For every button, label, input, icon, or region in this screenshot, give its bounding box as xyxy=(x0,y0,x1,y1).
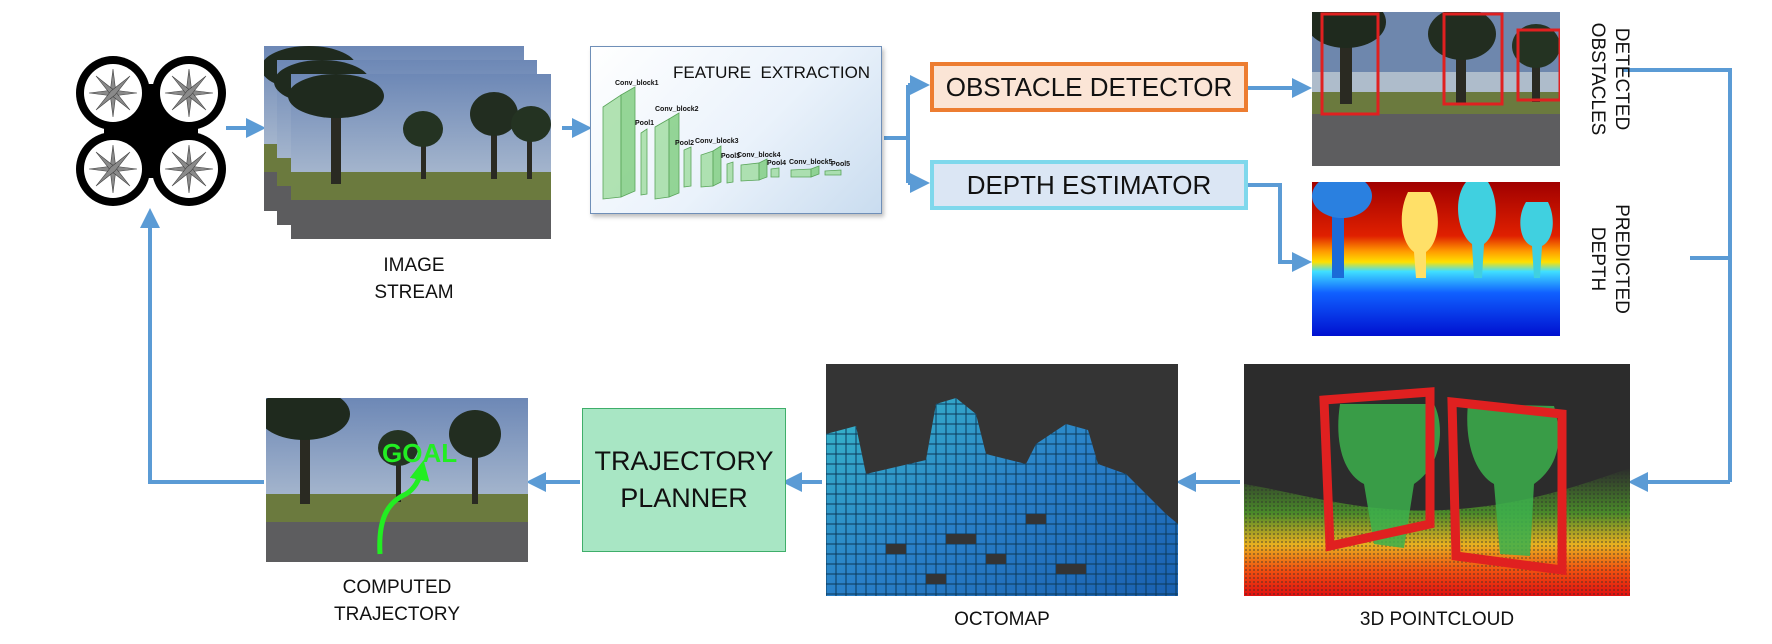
pointcloud-image xyxy=(1244,364,1630,596)
layer-label-5: Pool3 xyxy=(721,153,740,160)
cnn-layers-diagram: Conv_block1 Pool1 Conv_block2 Pool2 Conv… xyxy=(602,80,850,200)
trajectory-path xyxy=(377,460,430,555)
image-stream-label: IMAGE STREAM xyxy=(374,255,454,303)
trajectory-planner-label-line1: TRAJECTORY xyxy=(594,446,774,476)
computed-trajectory-label: COMPUTED TRAJECTORY xyxy=(334,577,460,625)
computed-trajectory-image: GOAL xyxy=(266,398,528,562)
pointcloud-label: 3D POINTCLOUD xyxy=(1359,609,1515,630)
obstacle-bbox-1 xyxy=(1320,12,1380,116)
layer-label-3: Pool2 xyxy=(675,140,694,147)
depth-estimator-box: DEPTH ESTIMATOR xyxy=(930,160,1248,210)
obstacle-detector-box: OBSTACLE DETECTOR xyxy=(930,62,1248,112)
arrow-features-split xyxy=(884,85,910,183)
predicted-depth-image xyxy=(1312,182,1560,336)
layer-label-6: Conv_block4 xyxy=(737,152,781,159)
arrow-trajectory-to-drone xyxy=(140,208,264,484)
obstacle-bbox-2 xyxy=(1442,12,1504,106)
drone-icon xyxy=(76,56,226,206)
image-frame-front xyxy=(288,74,551,239)
obstacle-detector-label: OBSTACLE DETECTOR xyxy=(945,71,1233,102)
predicted-depth-label: PREDICTED DEPTH xyxy=(1587,204,1632,314)
depth-estimator-label: DEPTH ESTIMATOR xyxy=(966,169,1212,200)
image-stream-stack xyxy=(261,46,564,242)
trajectory-planner-label-line2: PLANNER xyxy=(620,483,748,513)
feature-extraction-title: FEATURE EXTRACTION xyxy=(673,63,871,82)
layer-label-9: Pool5 xyxy=(831,161,850,168)
pointcloud-bbox-2 xyxy=(1447,396,1567,576)
layer-label-2: Conv_block2 xyxy=(655,106,699,113)
octomap-label: OCTOMAP xyxy=(954,609,1050,630)
feature-extraction-panel: FEATURE EXTRACTION Conv_block1 Pool1 Con… xyxy=(590,46,882,214)
arrow-estimator-to-depth xyxy=(1248,183,1312,272)
layer-label-0: Conv_block1 xyxy=(615,80,659,87)
detected-obstacles-image xyxy=(1312,12,1560,166)
obstacle-bbox-3 xyxy=(1516,28,1560,102)
trajectory-planner-box: TRAJECTORY PLANNER xyxy=(582,408,786,552)
pointcloud-bbox-1 xyxy=(1319,387,1435,552)
layer-label-4: Conv_block3 xyxy=(695,138,739,145)
goal-label: GOAL xyxy=(382,438,457,468)
detected-obstacles-label: DETECTED OBSTACLES xyxy=(1587,22,1632,136)
octomap-image xyxy=(826,364,1178,596)
layer-label-8: Conv_block5 xyxy=(789,159,833,166)
layer-label-1: Pool1 xyxy=(635,120,654,127)
arrow-obstacles-collector xyxy=(1622,68,1732,482)
layer-label-7: Pool4 xyxy=(767,160,786,167)
